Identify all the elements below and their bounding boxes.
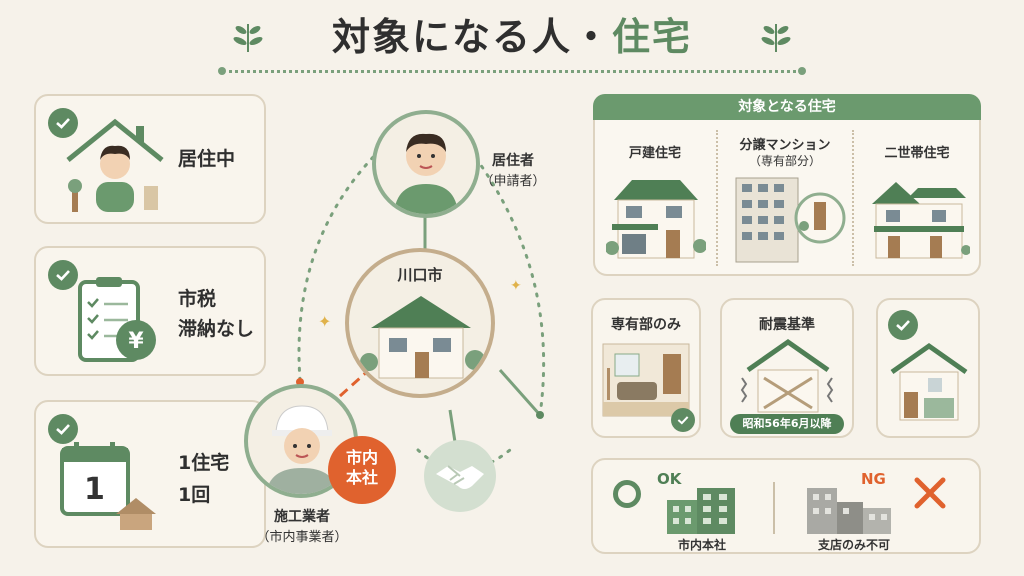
housing-type-twogen-label: 二世帯住宅 — [884, 146, 950, 161]
card-once-line2: 1回 — [178, 484, 211, 506]
handshake-icon — [436, 465, 484, 489]
card-tax: ¥ 市税 滞納なし — [34, 246, 266, 376]
page-title: 対象になる人・住宅 — [0, 6, 1024, 61]
condition-house-interior — [876, 298, 980, 438]
check-icon — [48, 108, 78, 138]
handshake-circle — [424, 440, 496, 512]
divider-dot-left — [218, 67, 226, 75]
card-once-line1: 1住宅 — [178, 452, 230, 474]
city-house-icon — [360, 296, 485, 379]
housing-type-condo-label: 分譲マンション — [739, 138, 831, 153]
leaf-icon-left — [233, 24, 263, 52]
housing-type-detached-label: 戸建住宅 — [628, 146, 681, 161]
check-icon — [48, 260, 78, 290]
calendar-icon — [60, 442, 156, 530]
builder-badge-line2: 本社 — [345, 468, 378, 487]
card-once: 1 1住宅 1回 — [34, 400, 266, 548]
panel-divider — [716, 130, 718, 266]
svg-text:¥: ¥ — [128, 329, 144, 354]
earthquake-date-badge: 昭和56年6月以降 — [730, 414, 844, 434]
card-tax-line2: 滞納なし — [178, 318, 255, 340]
sparkle-icon: ✦ — [510, 278, 522, 294]
calendar-number: 1 — [84, 472, 105, 507]
condition-earthquake-label: 耐震基準 — [759, 317, 815, 333]
branch-building-icon — [807, 488, 891, 534]
builder-badge: 市内 本社 — [328, 436, 396, 504]
card-tax-line1: 市税 — [178, 288, 217, 310]
housing-panel-header: 対象となる住宅 — [593, 94, 981, 120]
two-generation-house-icon — [872, 182, 970, 259]
ng-cross-icon — [914, 477, 946, 509]
ok-text: OK — [657, 470, 682, 488]
earthquake-house-icon — [740, 338, 834, 413]
condition-private-part: 専有部のみ — [591, 298, 701, 438]
ok-circle-icon — [613, 480, 641, 508]
company-divider — [773, 482, 775, 534]
room-interior-icon — [602, 343, 690, 417]
check-icon — [48, 414, 78, 444]
clipboard-yen-icon: ¥ — [78, 277, 156, 362]
divider-dot-right — [798, 67, 806, 75]
builder-sub: （市内事業者） — [256, 530, 348, 545]
condition-private-part-label: 専有部のみ — [611, 317, 681, 333]
condo-building-icon — [735, 177, 846, 263]
resident-label: 居住者 — [492, 153, 534, 169]
ng-label: 支店のみ不可 — [817, 538, 890, 552]
check-icon — [888, 310, 918, 340]
resident-avatar — [372, 110, 480, 218]
check-icon — [671, 408, 695, 432]
company-location-card: OK 市内本社 NG 支店のみ不可 — [591, 458, 981, 554]
kitchen-house-icon — [890, 342, 968, 421]
city-circle: 川口市 — [345, 248, 495, 398]
city-label: 川口市 — [397, 266, 443, 284]
sparkle-icon: ✦ — [318, 312, 332, 331]
resident-house-icon — [66, 118, 164, 212]
condition-earthquake: 耐震基準 昭和56年6月以降 — [720, 298, 854, 438]
builder-label: 施工業者 — [274, 509, 330, 525]
card-residing: 居住中 — [34, 94, 266, 224]
resident-sub: （申請者） — [480, 174, 546, 189]
card-residing-label: 居住中 — [178, 148, 236, 170]
title-highlight: 住宅 — [612, 15, 693, 59]
leaf-icon-right — [761, 24, 791, 52]
panel-divider — [852, 130, 854, 266]
detached-house-icon — [606, 180, 706, 259]
ok-label: 市内本社 — [677, 538, 726, 552]
ng-text: NG — [861, 470, 886, 488]
builder-badge-line1: 市内 — [345, 448, 378, 467]
head-office-building-icon — [667, 488, 735, 534]
title-main: 対象になる人・ — [331, 15, 612, 59]
title-divider — [222, 70, 802, 73]
housing-type-condo-sub: （専有部分） — [748, 154, 821, 168]
